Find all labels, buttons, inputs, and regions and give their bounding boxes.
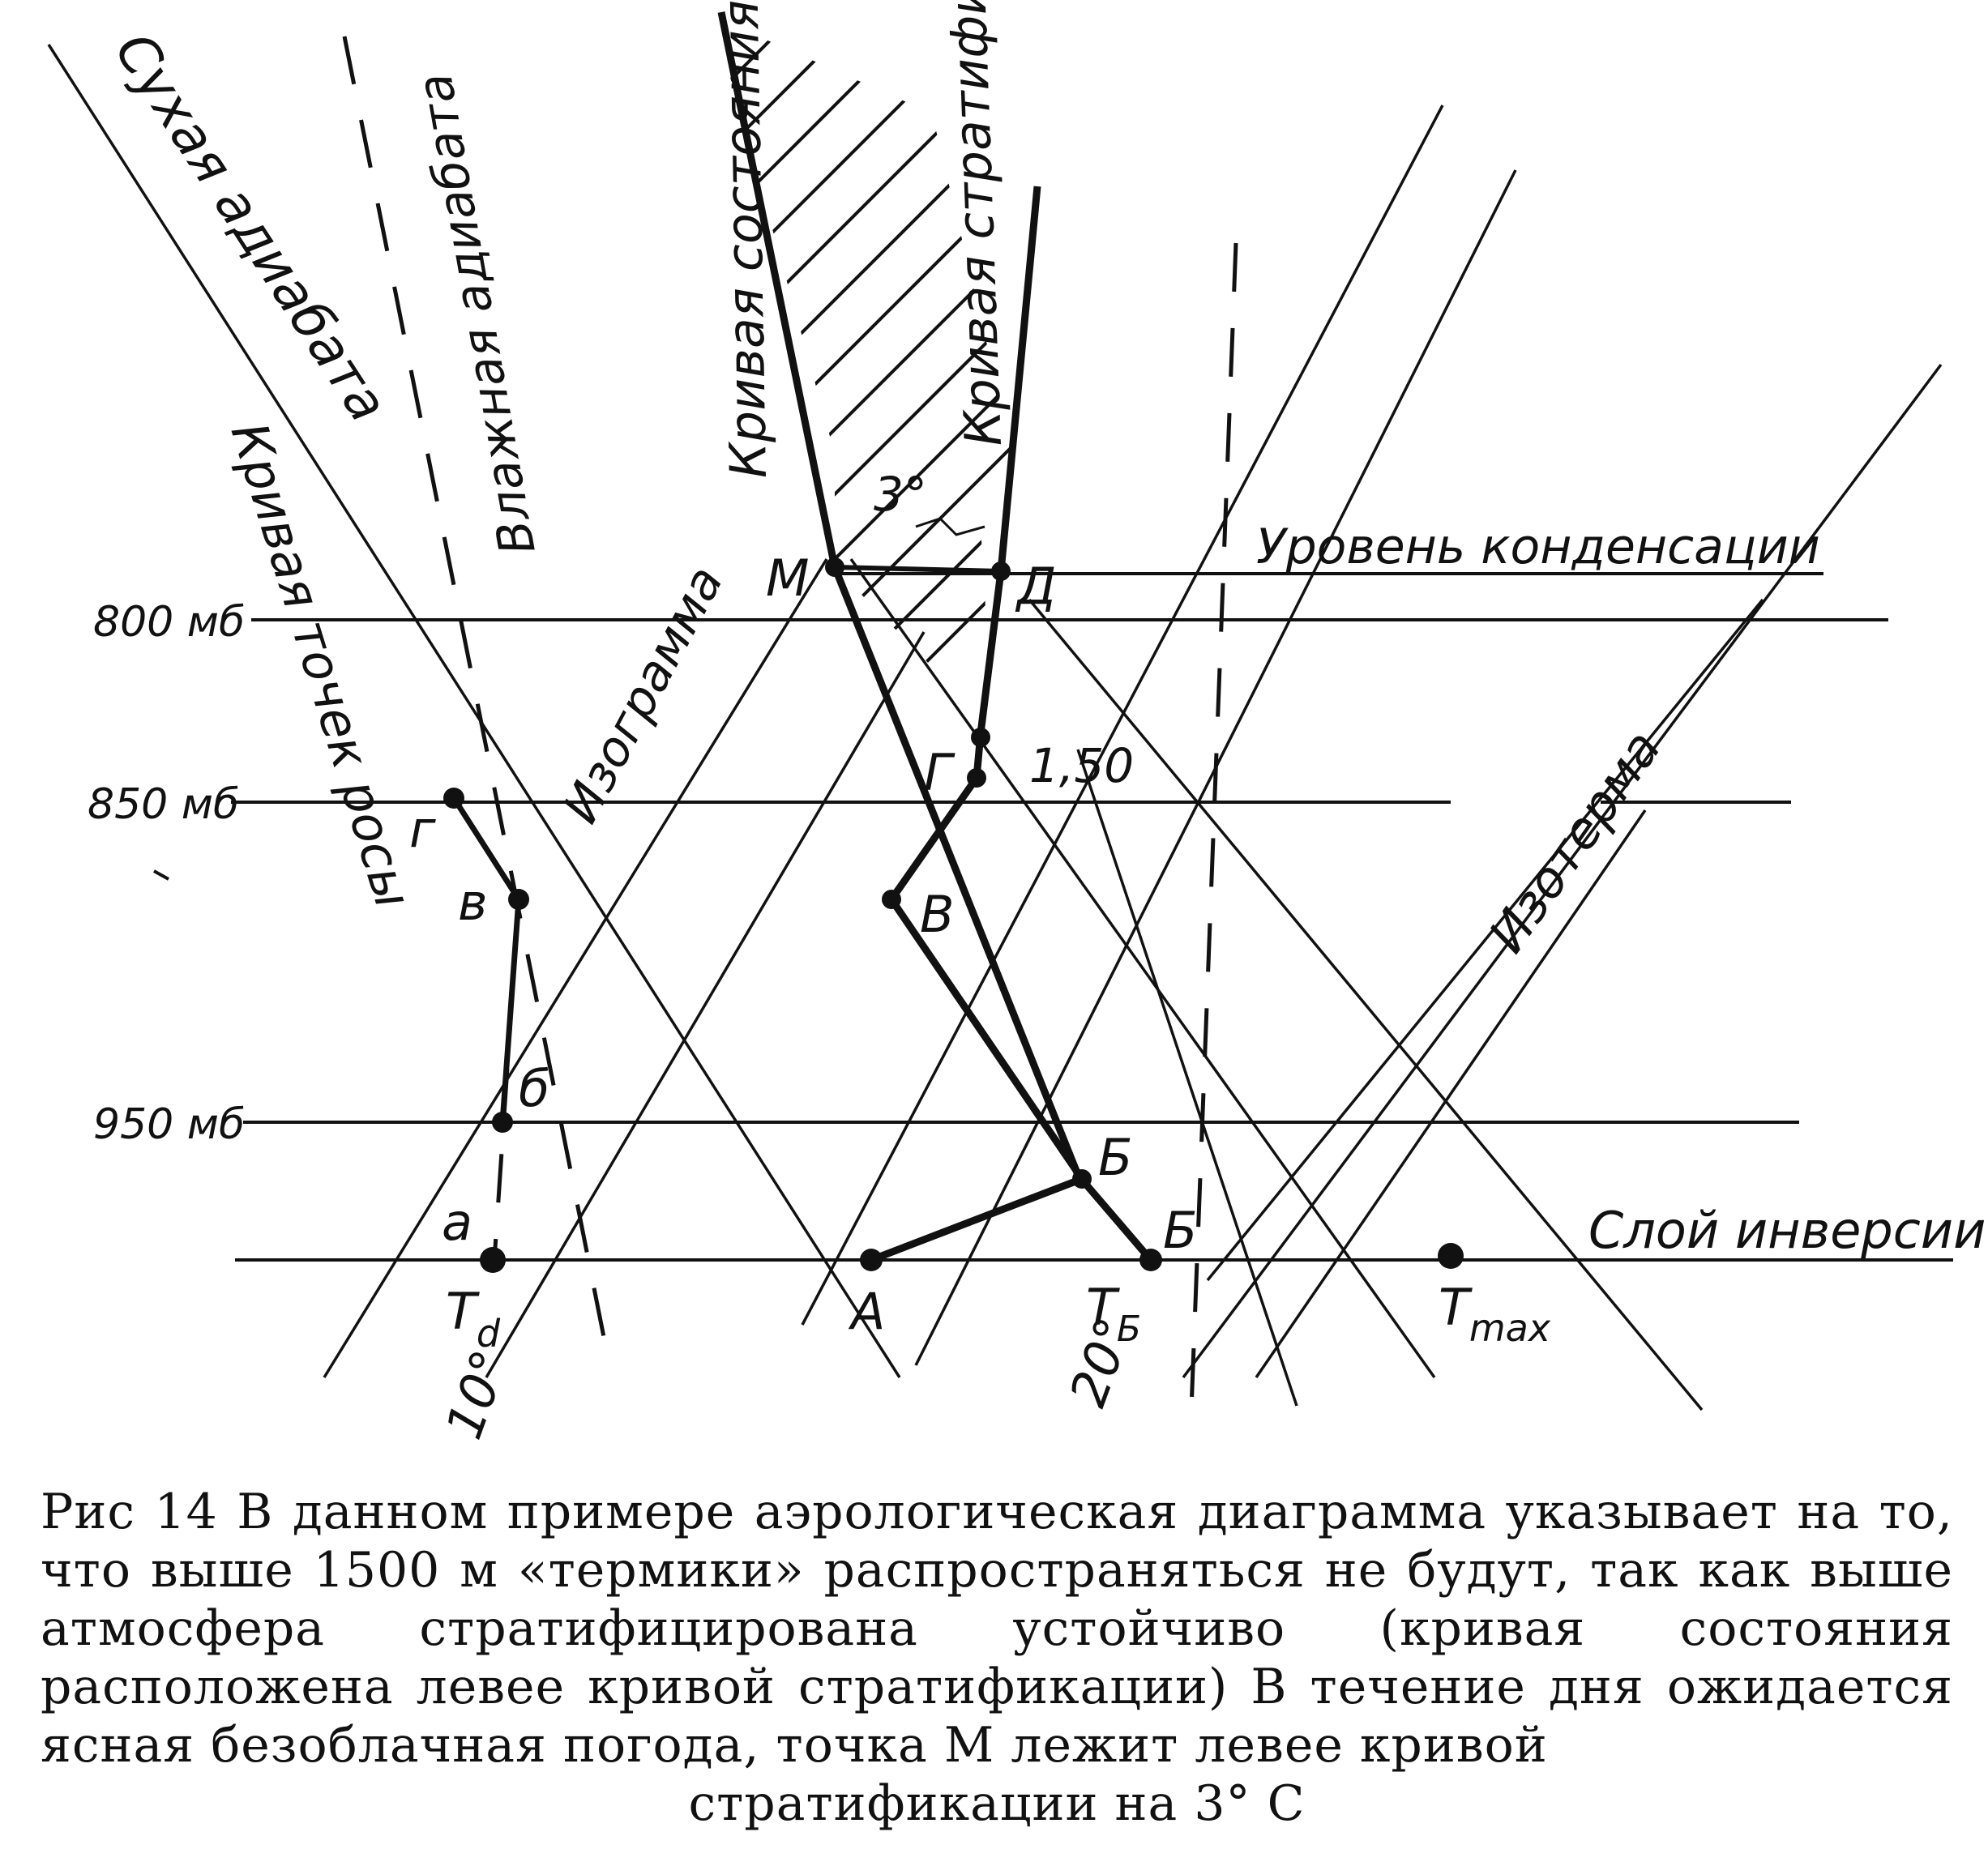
point-V (882, 890, 901, 909)
label-B2: Б (1163, 1201, 1198, 1260)
state-curve-label: Кривая состояния (711, 0, 778, 479)
three-degree-label: 3° (874, 467, 927, 522)
label-D: Д (1015, 557, 1056, 616)
dry-adiabat-line-3 (1028, 598, 1704, 1411)
thick-curves (451, 11, 1154, 1264)
isotherm-label: Изотерма (1477, 720, 1672, 963)
label-g-small: г (409, 800, 436, 859)
state-curve (717, 11, 1154, 1262)
isogram-line (323, 558, 828, 1378)
label-b-small: б (519, 1059, 549, 1118)
pressure-label-950: 950 мб (93, 1100, 245, 1149)
dry-adiabat-line-2 (849, 557, 1436, 1379)
condensation-level-label: Уровень конденсации (1256, 519, 1820, 575)
m-to-d (834, 565, 1002, 574)
thin-line-1 (801, 105, 1444, 1326)
thin-line-3 (1182, 363, 1943, 1379)
dry-adiabat-line-4 (1076, 749, 1298, 1407)
label-Td: Td (446, 1282, 501, 1356)
label-B1: Б (1098, 1128, 1133, 1187)
label-a-small: а (442, 1193, 472, 1252)
point-b (492, 1112, 513, 1133)
figure-caption: Рис 14 В данном примере аэрологическая д… (41, 1483, 1953, 1833)
inversion-layer-label: Слой инверсии (1588, 1201, 1986, 1260)
data-points (443, 557, 1464, 1273)
temp-label-10: 10° (434, 1343, 519, 1446)
isotherm-line (1255, 809, 1647, 1378)
point-v (508, 889, 529, 910)
dry-adiabat-line (47, 44, 901, 1378)
pressure-label-800: 800 мб (93, 598, 245, 647)
point-g (443, 788, 464, 809)
point-B2 (1139, 1249, 1162, 1271)
point-B1 (1072, 1169, 1092, 1189)
isogram-line-2 (485, 631, 926, 1378)
label-G: Г (924, 743, 956, 802)
stray-mark (153, 869, 169, 881)
dew-point-curve-label: Кривая точек росы (220, 416, 424, 915)
height-label: 1,50 (1029, 738, 1134, 793)
point-a (480, 1247, 506, 1273)
label-M: М (766, 549, 810, 608)
point-D (991, 562, 1011, 581)
thin-line-4 (1206, 598, 1764, 1282)
stratification-curve-label: Кривая стратификация (932, 0, 1013, 447)
moist-adiabat-label: Влажная адиабата (406, 70, 546, 559)
point-G2 (967, 768, 986, 788)
label-Tb: TБ (1086, 1278, 1141, 1350)
caption-body: Рис 14 В данном примере аэрологическая д… (41, 1484, 1953, 1774)
point-M (825, 557, 844, 577)
label-V: В (920, 885, 955, 944)
label-A: А (848, 1282, 885, 1341)
three-degree-marker (915, 517, 985, 536)
label-v-small: в (458, 873, 488, 932)
pressure-label-850: 850 мб (88, 780, 239, 829)
point-G1 (971, 728, 990, 747)
vertical-dashed-line (1189, 242, 1238, 1411)
caption-last-line: стратификации на 3° С (688, 1775, 1306, 1832)
point-Tmax (1438, 1243, 1464, 1269)
isogram-label: Изограмма (552, 557, 734, 832)
point-A (860, 1249, 883, 1271)
aerological-diagram: Сухая адиабата Влажная адиабата Кривая с… (47, 0, 1986, 1446)
label-Tmax: Tmax (1439, 1278, 1551, 1350)
